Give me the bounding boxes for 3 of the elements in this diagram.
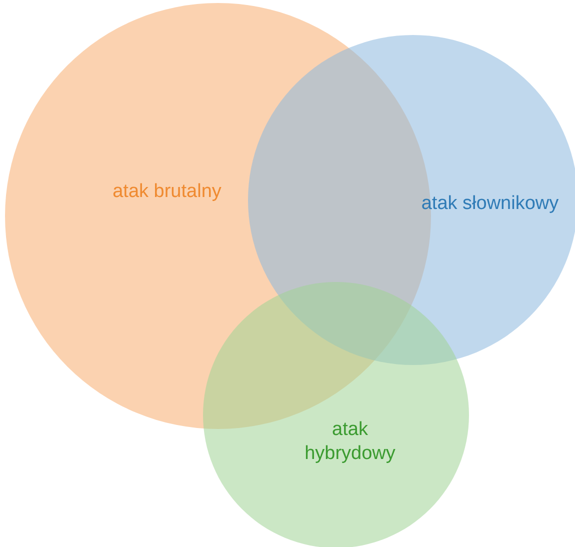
- circle-label: atak hybrydowy: [304, 418, 396, 466]
- circle-label: atak słownikowy: [420, 192, 560, 216]
- circle-label: atak brutalny: [112, 180, 222, 204]
